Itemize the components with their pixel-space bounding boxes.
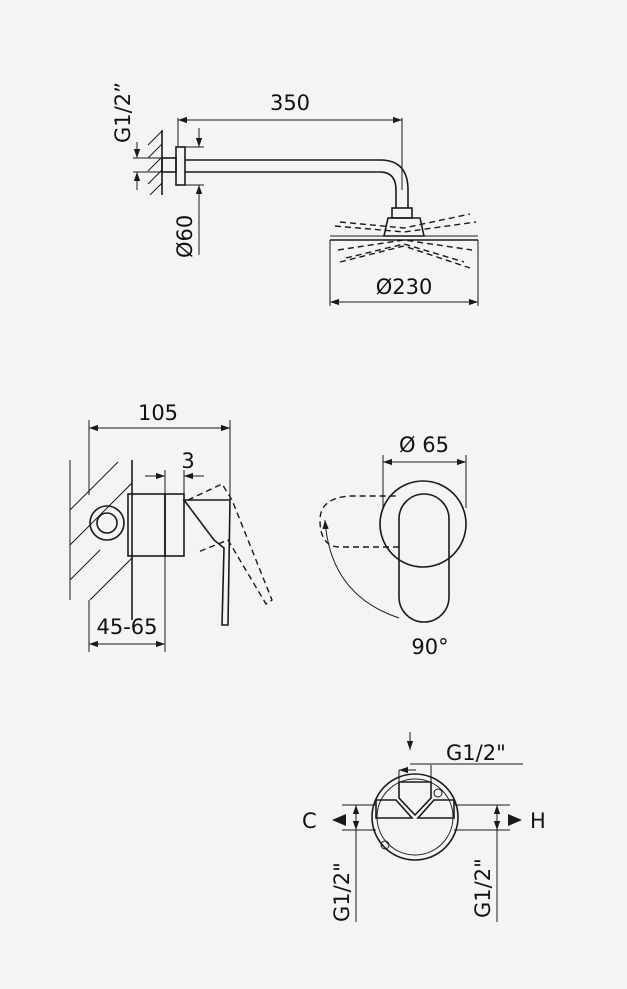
top-thread-label: G1/2"	[446, 741, 506, 765]
install-depth-label: 45-65	[96, 615, 157, 639]
lever-front	[398, 493, 450, 623]
hot-marker-label: H	[530, 809, 546, 833]
left-thread-label: G1/2"	[330, 862, 354, 922]
lever-rotated-front	[319, 495, 399, 548]
mixer-side-view: 105 3 45-65	[69, 401, 273, 652]
mount-hole	[380, 840, 390, 850]
rotation-arc	[322, 519, 400, 619]
inlet-ring	[89, 505, 125, 541]
hot-inlet	[416, 799, 455, 819]
plate-diameter-label: Ø 65	[399, 433, 449, 457]
mixer-front-view: Ø 65 90°	[319, 433, 467, 659]
thread-size-label: G1/2”	[111, 82, 135, 143]
valve-body-circle	[371, 773, 459, 861]
wall-hatch	[69, 460, 133, 620]
head-diameter-label: Ø230	[376, 275, 433, 299]
head-connector	[391, 207, 413, 219]
rotation-angle-label: 90°	[411, 635, 448, 659]
cover-plate	[164, 493, 185, 557]
shower-arm	[185, 159, 409, 208]
plate-thickness-label: 3	[181, 449, 194, 473]
depth-label: 105	[138, 401, 178, 425]
mixer-body	[127, 493, 166, 557]
flange-diameter-label: Ø60	[173, 215, 197, 258]
shower-arm-inner	[185, 171, 397, 208]
right-thread-label: G1/2"	[471, 858, 495, 918]
lever-handle	[182, 499, 231, 626]
hot-arrow-icon	[508, 814, 522, 826]
cover-plate-circle	[379, 480, 467, 568]
cold-arrow-icon	[332, 814, 346, 826]
mount-hole	[433, 788, 443, 798]
thread-stub	[161, 157, 177, 173]
cold-marker-label: C	[302, 809, 317, 833]
top-outlet	[398, 781, 432, 817]
arm-length-label: 350	[270, 91, 310, 115]
shower-head	[330, 213, 478, 269]
cold-inlet	[375, 799, 414, 819]
connection-view: G1/2" C G1/2" H G1/2"	[302, 732, 546, 922]
wall-flange	[175, 146, 186, 186]
shower-arm-view: 350 G1/2” Ø60 Ø230	[111, 82, 479, 306]
lever-rotated	[187, 483, 273, 605]
wall-hatch	[147, 130, 163, 196]
